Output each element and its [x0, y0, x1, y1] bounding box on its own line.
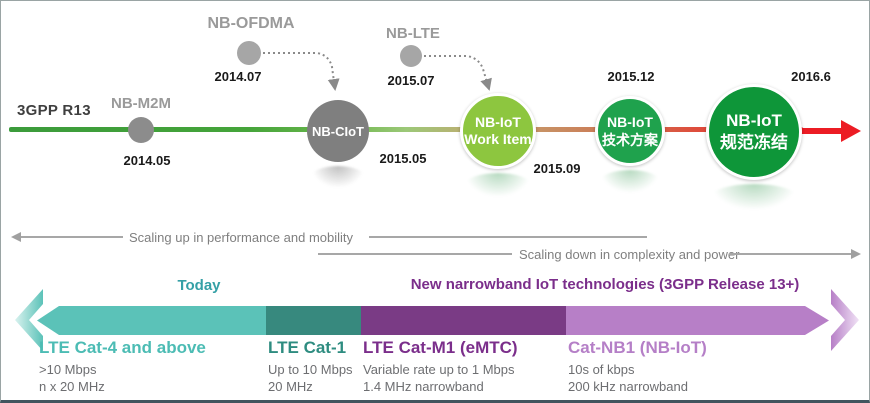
- category-title: Cat-NB1 (NB-IoT): [568, 338, 707, 357]
- category-line1: >10 Mbps: [39, 362, 97, 377]
- bar-segment-lte-cat1: [266, 306, 361, 335]
- category-line2: n x 20 MHz: [39, 379, 105, 394]
- date-nb-m2m: 2014.05: [123, 153, 171, 168]
- technology-bar: [37, 306, 829, 335]
- category-title: LTE Cat-M1 (eMTC): [363, 338, 518, 357]
- bar-segment-cat-nb1: [566, 306, 829, 335]
- node-label-nb-m2m: NB-M2M: [111, 95, 171, 112]
- date-tech-plan: 2015.12: [607, 69, 655, 84]
- ofdma-to-ciot-arrow: [263, 52, 340, 91]
- category-title: LTE Cat-1: [268, 338, 347, 357]
- dotted-connector-arrows: [263, 52, 492, 91]
- scaling-up-line-left: [21, 236, 123, 238]
- reflection-spec-frozen: [711, 184, 797, 210]
- scaling-up-label: Scaling up in performance and mobility: [129, 230, 354, 245]
- date-work-item: 2015.09: [533, 161, 581, 176]
- category-lte-cat4: LTE Cat-4 and above >10 Mbps n x 20 MHz: [39, 339, 206, 395]
- category-line2: 200 kHz narrowband: [568, 379, 688, 394]
- scaling-up-left-arrow-icon: [11, 232, 21, 242]
- scaling-down-right-arrow-icon: [851, 249, 861, 259]
- category-line1: Variable rate up to 1 Mbps: [363, 362, 515, 377]
- node-nb-lte: [400, 45, 422, 67]
- category-line1: Up to 10 Mbps: [268, 362, 353, 377]
- reflection-work-item: [465, 173, 531, 197]
- date-nb-ciot: 2015.05: [379, 151, 427, 166]
- node-nb-ofdma: [237, 41, 261, 65]
- category-line2: 20 MHz: [268, 379, 313, 394]
- scaling-down-line-right: [729, 253, 851, 255]
- scaling-down-line-left: [318, 253, 512, 255]
- category-line2: 1.4 MHz narrowband: [363, 379, 484, 394]
- category-line1: 10s of kbps: [568, 362, 635, 377]
- date-nb-ofdma: 2014.07: [214, 69, 262, 84]
- release-label: 3GPP R13: [17, 102, 91, 119]
- date-nb-lte: 2015.07: [387, 73, 435, 88]
- right-chevron-icon: [831, 289, 859, 351]
- bar-segment-lte-catm1: [361, 306, 566, 335]
- node-label-nb-lte: NB-LTE: [386, 25, 440, 42]
- node-nb-m2m: [128, 117, 154, 143]
- timeline-axis: [9, 127, 803, 132]
- bar-end-chevrons: [15, 289, 859, 351]
- node-label-nb-ofdma: NB-OFDMA: [207, 15, 295, 32]
- category-lte-catm1: LTE Cat-M1 (eMTC) Variable rate up to 1 …: [363, 339, 518, 395]
- node-text-nb-ciot: NB-CIoT: [312, 123, 364, 139]
- scaling-up-line-right: [369, 236, 647, 238]
- reflection-tech-plan: [600, 170, 660, 193]
- category-title: LTE Cat-4 and above: [39, 338, 206, 357]
- left-chevron-icon: [15, 289, 43, 351]
- date-spec-frozen: 2016.6: [791, 69, 831, 84]
- category-cat-nb1: Cat-NB1 (NB-IoT) 10s of kbps 200 kHz nar…: [568, 339, 707, 395]
- today-header: Today: [177, 277, 221, 294]
- red-forward-arrow-icon: [799, 120, 861, 142]
- reflection-ciot: [311, 166, 365, 188]
- bar-segment-lte-cat4: [37, 306, 266, 335]
- scaling-down-label: Scaling down in complexity and power: [519, 247, 740, 262]
- category-lte-cat1: LTE Cat-1 Up to 10 Mbps 20 MHz: [268, 339, 353, 395]
- node-nb-ciot: NB-CIoT: [307, 100, 369, 162]
- new-tech-header: New narrowband IoT technologies (3GPP Re…: [410, 276, 800, 293]
